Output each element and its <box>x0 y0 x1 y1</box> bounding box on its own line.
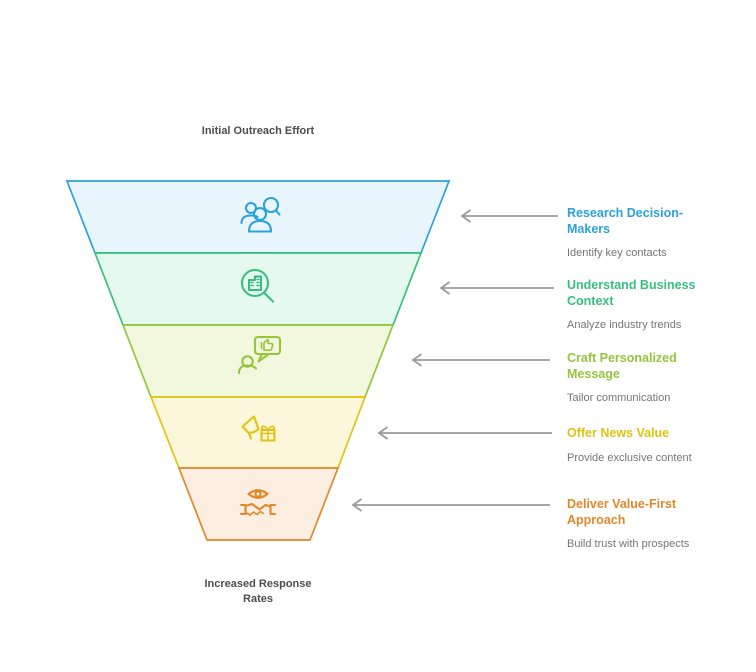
level-5-arrow <box>351 498 550 512</box>
level-5-callout: Deliver Value-First Approach Build trust… <box>567 497 719 551</box>
level-4-callout: Offer News Value Provide exclusive conte… <box>567 426 719 465</box>
level-3-arrow <box>411 353 550 367</box>
people-search-icon <box>240 196 281 233</box>
level-subtitle: Tailor communication <box>567 392 671 404</box>
person-message-icon <box>237 335 282 375</box>
level-title: Craft Personalized Message <box>567 351 677 381</box>
funnel-level-4 <box>149 396 367 469</box>
level-subtitle: Identify key contacts <box>567 247 667 259</box>
level-subtitle: Provide exclusive content <box>567 451 692 464</box>
level-4-arrow <box>377 426 552 440</box>
level-3-callout: Craft Personalized Message Tailor commun… <box>567 351 719 405</box>
funnel-bottom-label: Increased Response Rates <box>204 578 312 605</box>
level-title: Offer News Value <box>567 426 670 440</box>
funnel-level-5 <box>177 467 340 541</box>
funnel-top-label: Initial Outreach Effort <box>201 125 315 137</box>
level-title: Research Decision-Makers <box>567 206 684 236</box>
eye-handshake-icon <box>239 489 277 516</box>
level-1-callout: Research Decision-Makers Identify key co… <box>567 206 719 260</box>
level-title: Understand Business Context <box>567 278 696 308</box>
business-magnifier-icon <box>240 268 275 303</box>
level-subtitle: Build trust with prospects <box>567 538 690 550</box>
megaphone-gift-icon <box>241 415 276 442</box>
level-2-callout: Understand Business Context Analyze indu… <box>567 278 719 332</box>
level-title: Deliver Value-First Approach <box>567 497 677 527</box>
level-subtitle: Analyze industry trends <box>567 319 682 331</box>
level-2-arrow <box>439 281 554 295</box>
level-1-arrow <box>460 209 558 223</box>
